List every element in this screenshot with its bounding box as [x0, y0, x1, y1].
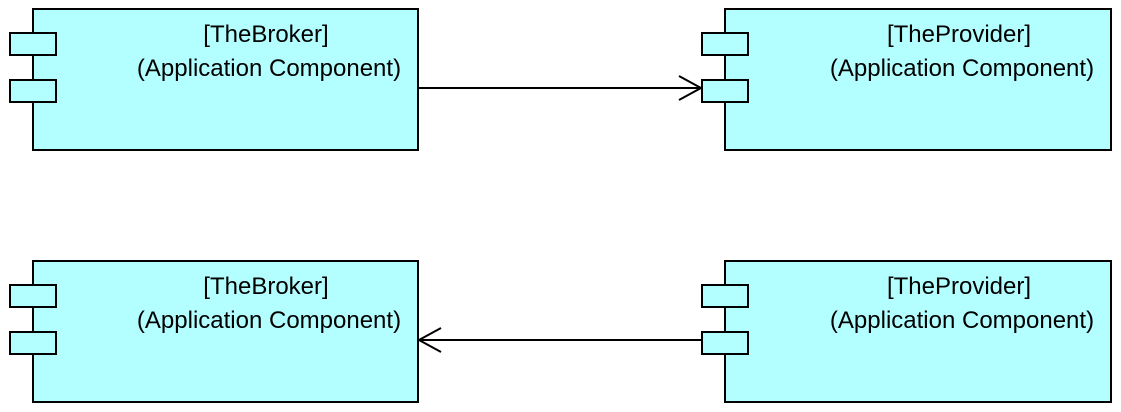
- component-broker-bottom[interactable]: [TheBroker] (Application Component): [9, 260, 419, 403]
- component-type: (Application Component): [137, 55, 401, 82]
- component-name: [TheBroker]: [203, 273, 328, 300]
- component-body: [32, 8, 419, 151]
- connection-broker-to-provider[interactable]: [418, 75, 704, 101]
- component-port-icon: [9, 331, 57, 355]
- component-provider-bottom[interactable]: [TheProvider] (Application Component): [701, 260, 1112, 403]
- component-name: [TheProvider]: [887, 273, 1031, 300]
- component-broker-top[interactable]: [TheBroker] (Application Component): [9, 8, 419, 151]
- connection-provider-to-broker[interactable]: [416, 327, 702, 353]
- arrowhead-icon: [678, 75, 704, 101]
- component-name: [TheBroker]: [203, 21, 328, 48]
- component-type: (Application Component): [830, 55, 1094, 82]
- component-port-icon: [701, 79, 749, 103]
- component-type: (Application Component): [137, 307, 401, 334]
- component-body: [724, 260, 1112, 403]
- component-port-icon: [701, 331, 749, 355]
- component-port-icon: [9, 79, 57, 103]
- component-name: [TheProvider]: [887, 21, 1031, 48]
- arrowhead-icon: [416, 327, 442, 353]
- component-provider-top[interactable]: [TheProvider] (Application Component): [701, 8, 1112, 151]
- component-port-icon: [9, 284, 57, 308]
- component-type: (Application Component): [830, 307, 1094, 334]
- component-port-icon: [9, 32, 57, 56]
- component-port-icon: [701, 284, 749, 308]
- component-port-icon: [701, 32, 749, 56]
- component-body: [724, 8, 1112, 151]
